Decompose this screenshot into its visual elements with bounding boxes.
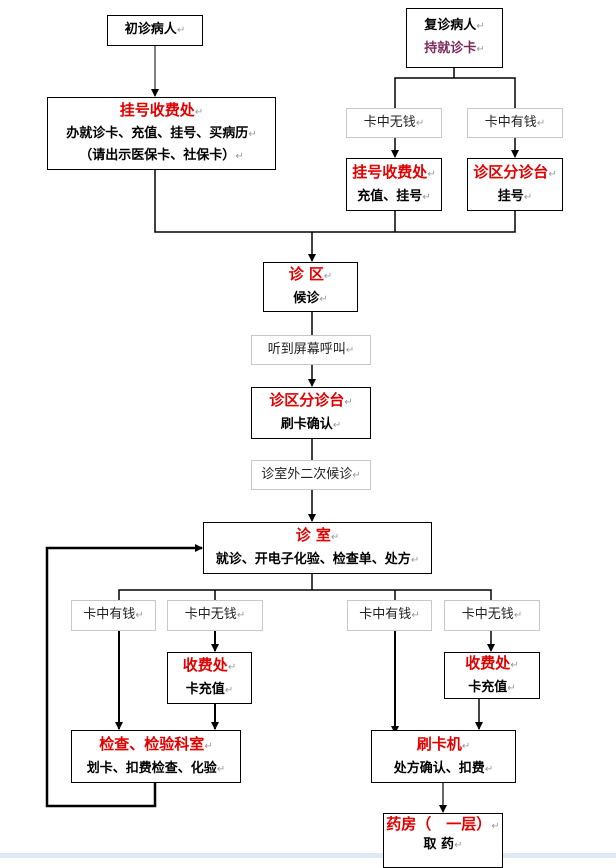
node-title: 药房（ 一层）: [386, 815, 499, 836]
registration-small-box: 挂号收费处 充值、挂号: [346, 158, 442, 211]
pharmacy-box: 药房（ 一层） 取 药: [383, 813, 503, 868]
node-line: （请出示医保卡、社保卡）: [79, 145, 243, 167]
node-title: 诊 区: [289, 263, 333, 288]
return-visit-box: 复诊病人 持就诊卡: [406, 8, 503, 68]
node-sub: 取 药: [424, 836, 463, 855]
no-money-top-box: 卡中无钱: [346, 108, 442, 138]
condition-label: 卡中无钱: [364, 112, 424, 135]
node-title: 检查、检验科室: [99, 733, 212, 758]
node-title: 收费处: [183, 654, 236, 679]
node-sub: 划卡、扣费检查、化验: [87, 758, 225, 781]
cashier-box-2: 收费处 卡充值: [444, 652, 540, 699]
clinic-area-box: 诊 区 候诊: [263, 262, 358, 312]
line: [154, 170, 516, 233]
node-sub: 卡充值: [186, 679, 233, 702]
has-money-box-1: 卡中有钱: [71, 600, 156, 631]
loop-back-arrow: [45, 544, 203, 808]
no-money-box-1: 卡中无钱: [167, 600, 263, 631]
node-sub: 充值、挂号: [357, 186, 430, 209]
step-label: 诊室外二次候诊: [261, 464, 360, 487]
node-title: 初诊病人: [125, 19, 185, 42]
condition-label: 卡中有钱: [485, 112, 545, 135]
node-title: 诊区分诊台: [269, 389, 352, 414]
screen-call-box: 听到屏幕呼叫: [251, 335, 371, 365]
line: [118, 589, 492, 600]
first-visit-box: 初诊病人: [107, 15, 203, 46]
node-title: 挂号收费处: [120, 100, 203, 123]
node-sub: 持就诊卡: [424, 38, 484, 61]
has-money-box-2: 卡中有钱: [347, 600, 432, 631]
exam-lab-box: 检查、检验科室 划卡、扣费检查、化验: [71, 730, 241, 783]
registration-main-box: 挂号收费处 办就诊卡、充值、挂号、买病历 （请出示医保卡、社保卡）: [47, 97, 276, 170]
node-title: 复诊病人: [424, 15, 484, 38]
card-machine-box: 刷卡机 处方确认、扣费: [371, 730, 516, 783]
consult-room-box: 诊 室 就诊、开电子化验、检查单、处方: [203, 522, 432, 574]
node-title: 刷卡机: [417, 733, 470, 758]
node-sub: 挂号: [498, 186, 532, 209]
node-sub: 卡充值: [468, 677, 515, 700]
step-label: 听到屏幕呼叫: [268, 339, 354, 362]
cashier-box-1: 收费处 卡充值: [167, 652, 252, 704]
condition-label: 卡中有钱: [359, 604, 419, 627]
node-line: 办就诊卡、充值、挂号、买病历: [66, 123, 256, 145]
node-sub: 刷卡确认: [281, 414, 341, 437]
has-money-top-box: 卡中有钱: [467, 108, 563, 138]
no-money-box-2: 卡中无钱: [444, 600, 540, 631]
line: [394, 77, 516, 108]
node-sub: 就诊、开电子化验、检查单、处方: [216, 549, 419, 572]
node-title: 收费处: [465, 652, 518, 677]
node-sub: 处方确认、扣费: [394, 758, 493, 781]
node-title: 挂号收费处: [352, 161, 435, 186]
node-title: 诊区分诊台: [473, 161, 556, 186]
triage-small-box: 诊区分诊台 挂号: [467, 158, 563, 211]
second-wait-box: 诊室外二次候诊: [251, 460, 371, 490]
condition-label: 卡中无钱: [185, 604, 245, 627]
window-bottom-edge: [0, 853, 616, 858]
condition-label: 卡中无钱: [462, 604, 522, 627]
node-title: 诊 室: [296, 524, 340, 549]
condition-label: 卡中有钱: [83, 604, 143, 627]
node-sub: 候诊: [293, 288, 327, 311]
triage-desk-box: 诊区分诊台 刷卡确认: [251, 387, 371, 439]
